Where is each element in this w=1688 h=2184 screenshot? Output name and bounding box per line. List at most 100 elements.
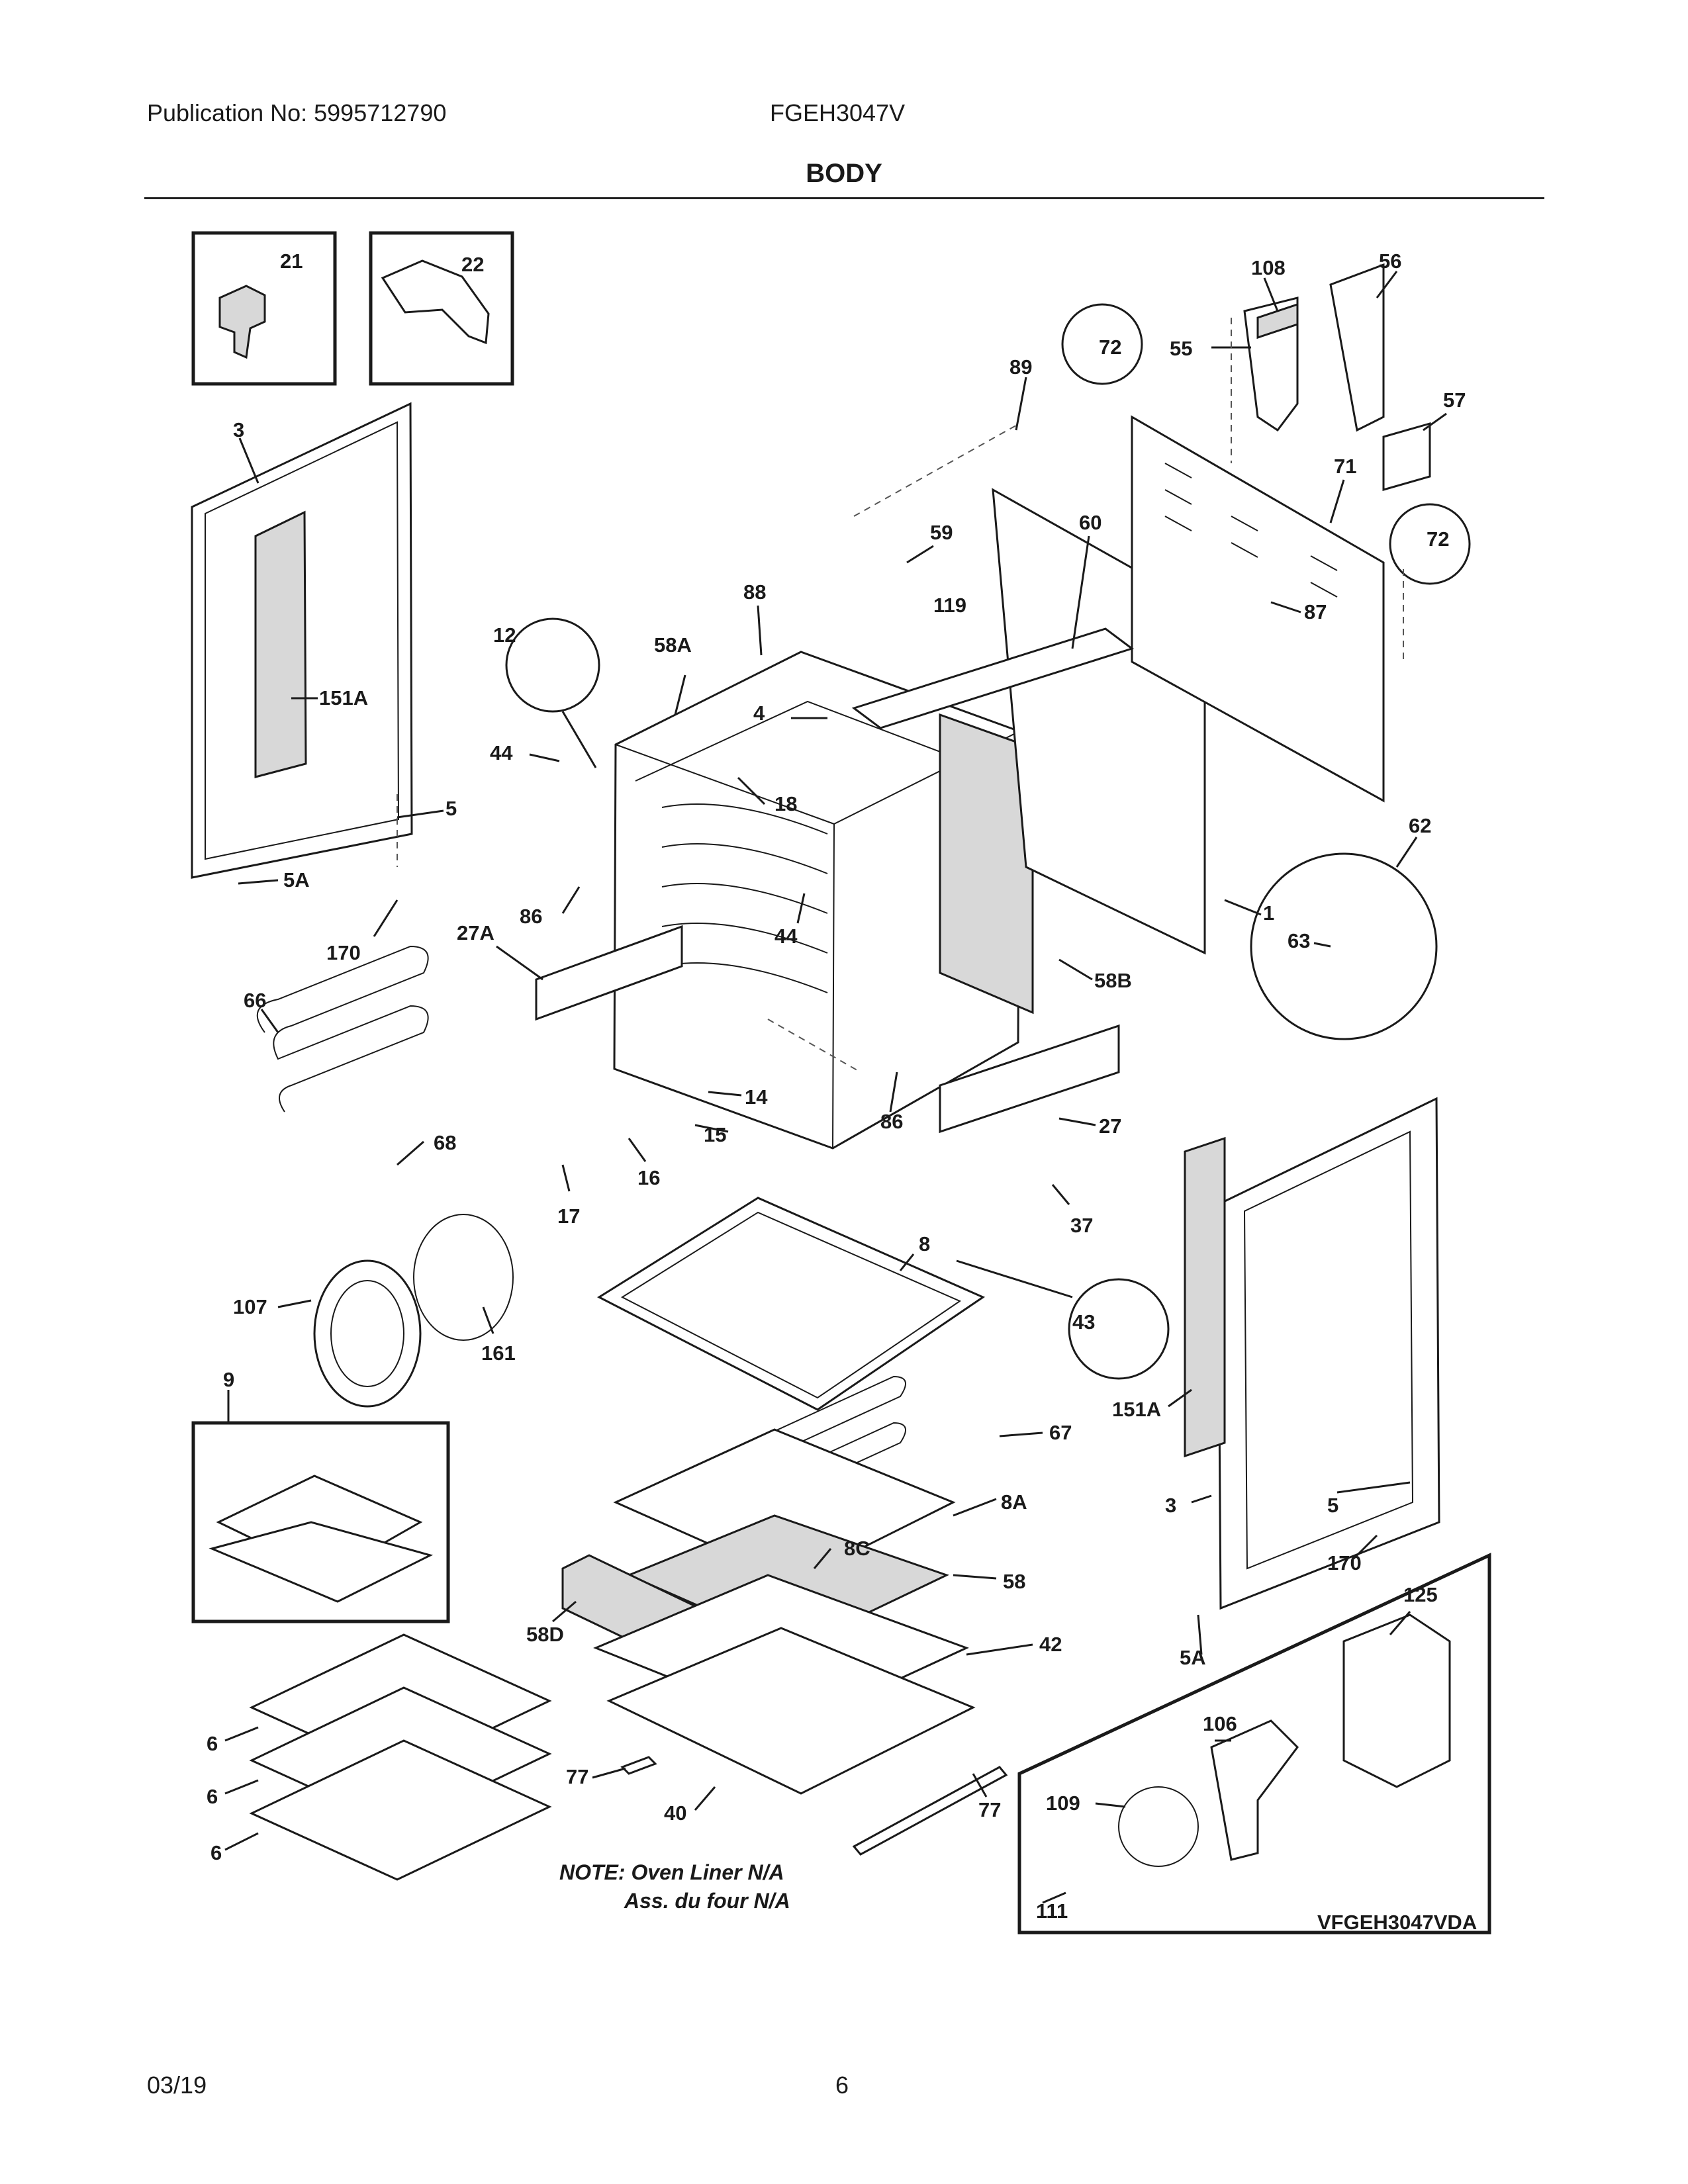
note-line-2: Ass. du four N/A — [624, 1889, 790, 1913]
callout-119: 119 — [933, 594, 966, 617]
leader-lines — [224, 271, 1447, 1904]
oven-cavity — [613, 651, 1034, 1150]
callout-77: 77 — [566, 1765, 588, 1788]
callout-58b: 58B — [1094, 969, 1132, 992]
tray-8 — [596, 1197, 986, 1411]
callout-6: 6 — [207, 1732, 218, 1755]
callout-17: 17 — [557, 1205, 580, 1228]
callout-12: 12 — [493, 623, 516, 647]
section-title: BODY — [806, 159, 882, 188]
inset-box-21 — [191, 231, 337, 386]
callout-44: 44 — [490, 741, 513, 764]
callout-labels: 21 22 3 151A 108 56 72 55 89 57 71 72 59… — [207, 250, 1466, 1923]
inset-box-22 — [369, 231, 514, 386]
callout-151a: 151A — [1112, 1398, 1161, 1421]
detail-circle-72a — [1061, 303, 1143, 385]
callout-56: 56 — [1379, 250, 1401, 273]
callout-106: 106 — [1203, 1712, 1237, 1735]
callout-57: 57 — [1443, 388, 1466, 412]
callout-58a: 58A — [654, 633, 692, 657]
callout-89: 89 — [1009, 355, 1032, 379]
callout-72: 72 — [1427, 527, 1449, 551]
cover-57 — [1382, 422, 1431, 491]
callout-40: 40 — [664, 1801, 686, 1825]
callout-71: 71 — [1334, 455, 1356, 478]
callout-5a: 5A — [1180, 1646, 1206, 1669]
page-number: 6 — [835, 2071, 849, 2099]
callout-22: 22 — [461, 253, 484, 276]
callout-3: 3 — [233, 418, 244, 441]
callout-77: 77 — [978, 1798, 1001, 1821]
header-divider — [144, 197, 1544, 199]
footer-date: 03/19 — [147, 2071, 207, 2099]
callout-9: 9 — [223, 1368, 234, 1391]
control-bracket — [1243, 263, 1385, 432]
publication-number: Publication No: 5995712790 — [147, 99, 447, 126]
callout-86: 86 — [520, 905, 542, 928]
callout-5: 5 — [1327, 1494, 1338, 1517]
rail-27a — [535, 925, 683, 1021]
callout-6: 6 — [211, 1841, 222, 1864]
detail-circle-12 — [505, 617, 600, 713]
callout-6: 6 — [207, 1785, 218, 1808]
callout-16: 16 — [637, 1166, 660, 1189]
callout-109: 109 — [1046, 1792, 1080, 1815]
callout-107: 107 — [233, 1295, 267, 1318]
callout-5: 5 — [445, 797, 457, 820]
callout-66: 66 — [244, 989, 266, 1012]
rear-panel-71 — [1131, 415, 1385, 803]
oven-door-right — [1184, 1097, 1440, 1610]
oven-door-left — [191, 402, 413, 879]
rail-27 — [939, 1024, 1120, 1134]
callout-4: 4 — [753, 702, 765, 725]
callout-72: 72 — [1099, 336, 1121, 359]
callout-62: 62 — [1409, 814, 1431, 837]
drawer-40 — [606, 1627, 976, 1795]
callout-18: 18 — [774, 792, 797, 815]
callout-8a: 8A — [1001, 1490, 1027, 1514]
callout-67: 67 — [1049, 1421, 1072, 1444]
bake-element-66 — [256, 945, 429, 1113]
callout-58: 58 — [1003, 1570, 1025, 1593]
slide-77a — [620, 1756, 657, 1775]
callout-14: 14 — [745, 1085, 768, 1109]
callout-63: 63 — [1288, 929, 1310, 952]
callout-3: 3 — [1165, 1494, 1176, 1517]
callout-5a: 5A — [283, 868, 310, 891]
callout-37: 37 — [1070, 1214, 1093, 1237]
assembly-guides — [397, 318, 1404, 1073]
callout-8c: 8C — [844, 1537, 870, 1560]
callout-44: 44 — [774, 925, 798, 948]
callout-88: 88 — [743, 580, 766, 604]
detail-circle-43 — [1068, 1278, 1170, 1380]
callout-59: 59 — [930, 521, 953, 544]
callout-55: 55 — [1170, 337, 1192, 360]
oven-racks — [249, 1633, 552, 1881]
callout-170: 170 — [1327, 1551, 1362, 1574]
callout-170: 170 — [326, 941, 361, 964]
model-number: FGEH3047V — [770, 99, 906, 126]
callout-8: 8 — [919, 1232, 930, 1255]
bracket-60 — [851, 627, 1135, 729]
callout-27: 27 — [1099, 1115, 1121, 1138]
callout-58d: 58D — [526, 1623, 564, 1646]
callout-43: 43 — [1072, 1310, 1095, 1334]
callout-161: 161 — [481, 1342, 516, 1365]
callout-125: 125 — [1403, 1583, 1438, 1606]
ring-161 — [413, 1214, 514, 1341]
callout-108: 108 — [1251, 256, 1286, 279]
callout-151a: 151A — [319, 686, 368, 709]
convection-cover-107 — [313, 1259, 422, 1408]
slide-77b — [852, 1766, 1008, 1856]
diagram-code: VFGEH3047VDA — [1317, 1911, 1477, 1934]
detail-circle-72b — [1389, 503, 1471, 585]
note-line-1: NOTE: Oven Liner N/A — [559, 1860, 784, 1884]
callout-1: 1 — [1263, 901, 1274, 925]
callout-60: 60 — [1079, 511, 1102, 534]
callout-27a: 27A — [457, 921, 494, 944]
callout-21: 21 — [280, 250, 303, 273]
convection-fan-box — [1017, 1553, 1491, 1934]
callout-68: 68 — [434, 1131, 456, 1154]
callout-87: 87 — [1304, 600, 1327, 623]
